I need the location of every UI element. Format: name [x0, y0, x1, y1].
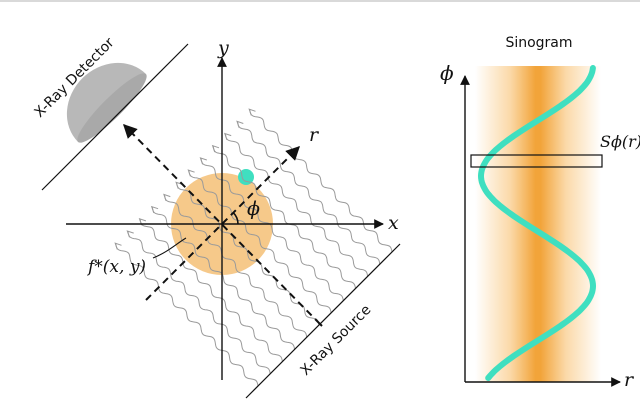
xray-beam-arrowhead [199, 157, 207, 165]
xray-beam [200, 158, 344, 301]
xray-beam [225, 134, 369, 277]
scanner-diagram: y x r ϕ f*(x, y) X-Ray Detector X-Ray So… [32, 35, 401, 399]
source-line [245, 243, 401, 399]
detector-line [41, 43, 189, 191]
xray-beams [114, 108, 393, 387]
xray-beam-arrowhead [150, 205, 159, 214]
xray-beam [139, 219, 283, 362]
projection-label: Sϕ(r) [600, 132, 640, 151]
xray-beam [127, 231, 271, 374]
xray-beam-arrowhead [211, 144, 220, 153]
xray-beam [115, 243, 259, 387]
x-axis-label: x [388, 212, 399, 234]
projection-row [470, 154, 603, 168]
xray-beam [212, 146, 356, 289]
xray-beam [176, 182, 320, 326]
xray-beam-arrowhead [248, 108, 256, 116]
top-rule [0, 0, 640, 2]
xray-beam [188, 170, 332, 313]
sinogram-title: Sinogram [505, 35, 572, 51]
xray-beam-arrowhead [163, 193, 171, 201]
xray-beam-arrowhead [114, 242, 122, 250]
r-axis [145, 146, 300, 301]
xray-beam-arrowhead [175, 181, 183, 189]
projection-ray [123, 124, 321, 325]
sinogram-panel: Sinogram ϕ r Sϕ(r) [440, 35, 640, 391]
sample-point [238, 169, 254, 185]
xray-beam [249, 109, 393, 253]
xray-beam [237, 122, 381, 265]
xray-beam [164, 195, 308, 338]
phi-label: ϕ [247, 198, 260, 220]
sinogram-trace [477, 65, 597, 381]
xray-beam-arrowhead [138, 218, 147, 226]
r-axis-label: r [309, 124, 320, 146]
phi-arc [232, 212, 239, 225]
sinogram-band [475, 66, 601, 382]
object-label: f*(x, y) [86, 257, 146, 277]
object-leader [152, 237, 187, 259]
y-axis-label: y [217, 37, 229, 59]
detector-cup [66, 62, 147, 143]
xray-beam-arrowhead [126, 230, 134, 238]
xray-beam-arrowhead [236, 120, 244, 128]
xray-beam [151, 207, 295, 350]
sinogram-r-label: r [624, 369, 635, 391]
source-tick [319, 323, 323, 327]
xray-beam-arrowhead [224, 132, 232, 141]
xray-beam-arrowhead [187, 169, 195, 177]
sinogram-phi-label: ϕ [440, 61, 454, 85]
